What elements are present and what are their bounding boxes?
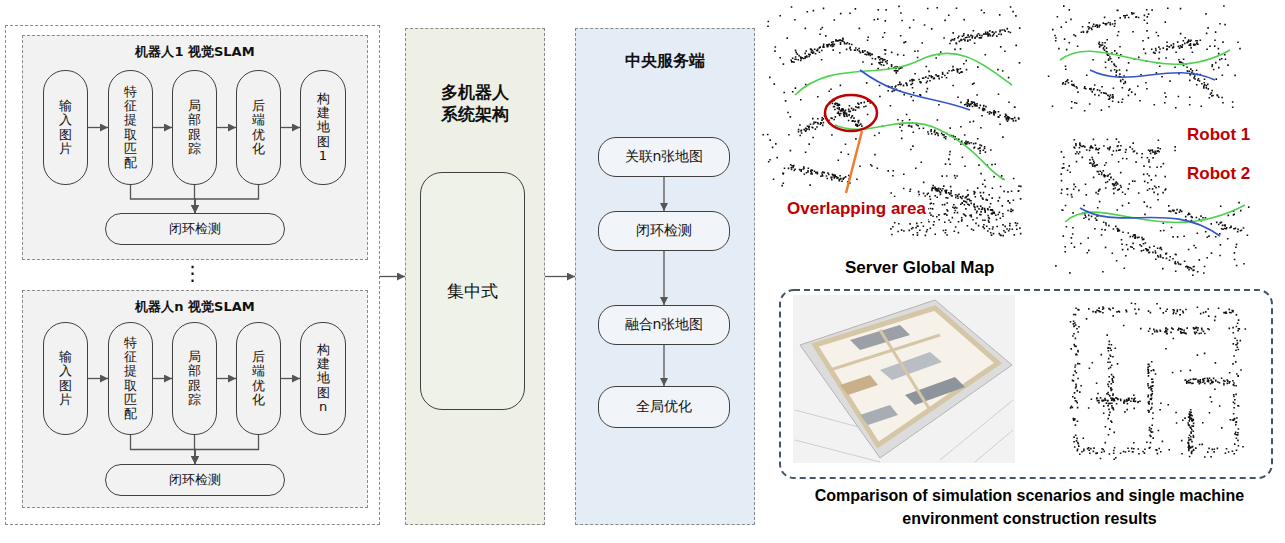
flow-arrow bbox=[195, 185, 259, 213]
panel-title: 机器人n 视觉SLAM bbox=[45, 299, 345, 316]
scene-desk bbox=[840, 375, 878, 395]
box-label: 全局优化 bbox=[636, 398, 692, 416]
flow-arrow bbox=[663, 251, 664, 305]
scene-shelf bbox=[905, 377, 965, 405]
group-frame: ⋮机器人1 视觉SLAM输入图片特征提取匹配局部跟踪后端优化构建地图1闭环检测机… bbox=[5, 25, 380, 525]
dashed-frame bbox=[780, 290, 1272, 478]
process-box: 集中式 bbox=[420, 172, 525, 410]
box-label: 构建地图n bbox=[317, 343, 330, 414]
trajectory bbox=[835, 123, 1005, 180]
highlight-ellipse bbox=[825, 95, 877, 131]
flow-arrow bbox=[88, 378, 108, 379]
map-label: Overlapping area bbox=[785, 197, 928, 222]
flow-arrow bbox=[194, 185, 196, 213]
grid-line bbox=[795, 440, 880, 462]
box-label: 后端优化 bbox=[252, 350, 265, 407]
flow-arrow bbox=[663, 345, 664, 386]
box-label: 构建地图1 bbox=[317, 92, 330, 163]
box-label: 输入图片 bbox=[59, 99, 72, 156]
box-label: 后端优化 bbox=[252, 99, 265, 156]
point-cloud bbox=[1055, 138, 1249, 276]
flow-arrow bbox=[281, 378, 300, 379]
process-box: 关联n张地图 bbox=[598, 137, 730, 177]
scene-floor bbox=[800, 300, 1012, 458]
panel-title: 中央服务端 bbox=[585, 51, 745, 72]
scene-walls bbox=[815, 308, 998, 445]
map-label: Server Global Map bbox=[843, 256, 996, 281]
box-label: 集中式 bbox=[447, 280, 498, 303]
flow-arrow bbox=[195, 435, 259, 464]
scene-wall bbox=[830, 335, 940, 370]
box-label: 闭环检测 bbox=[636, 222, 692, 240]
process-box: 闭环检测 bbox=[105, 213, 285, 245]
process-box: 特征提取匹配 bbox=[108, 70, 153, 185]
box-label: 闭环检测 bbox=[169, 220, 221, 238]
flow-arrow bbox=[153, 127, 172, 128]
architecture-panel: 多机器人 系统架构集中式 bbox=[405, 28, 545, 525]
box-label: 局部跟踪 bbox=[188, 99, 201, 156]
process-box: 输入图片 bbox=[43, 322, 88, 435]
flow-arrow bbox=[131, 435, 196, 464]
trajectory bbox=[795, 53, 1012, 95]
process-box: 构建地图n bbox=[300, 322, 346, 435]
map-label: Robot 1 bbox=[1185, 123, 1252, 148]
trajectory bbox=[1060, 50, 1230, 64]
process-box: 后端优化 bbox=[236, 322, 281, 435]
flow-arrow bbox=[131, 185, 196, 213]
point-cloud bbox=[762, 6, 1021, 237]
flow-arrow bbox=[194, 435, 196, 464]
flow-arrow bbox=[217, 378, 236, 379]
box-label: 特征提取匹配 bbox=[124, 336, 137, 422]
trajectory bbox=[860, 70, 970, 110]
scene-shelf bbox=[880, 352, 942, 380]
grid-line bbox=[975, 430, 1013, 462]
process-box: 输入图片 bbox=[43, 70, 88, 185]
box-label: 融合n张地图 bbox=[625, 316, 704, 334]
flow-arrow bbox=[281, 127, 300, 128]
box-label: 关联n张地图 bbox=[625, 148, 704, 166]
leader-line bbox=[846, 131, 862, 193]
map-label: Robot 2 bbox=[1185, 162, 1252, 187]
process-box: 全局优化 bbox=[598, 386, 730, 428]
scene-desk bbox=[860, 405, 898, 425]
process-box: 局部跟踪 bbox=[172, 322, 217, 435]
panel-title: ⋮ bbox=[173, 260, 213, 286]
process-box: 闭环检测 bbox=[598, 211, 730, 251]
trajectory bbox=[1080, 208, 1220, 236]
process-box: 后端优化 bbox=[236, 70, 281, 185]
grid-line bbox=[940, 400, 1013, 460]
box-label: 局部跟踪 bbox=[188, 350, 201, 407]
flow-arrow bbox=[545, 276, 575, 277]
box-label: 闭环检测 bbox=[169, 471, 221, 489]
point-cloud bbox=[1070, 303, 1246, 461]
process-box: 闭环检测 bbox=[105, 464, 285, 496]
process-box: 特征提取匹配 bbox=[108, 322, 153, 435]
scene-background bbox=[793, 295, 1015, 463]
point-cloud bbox=[1048, 5, 1241, 111]
flow-arrow bbox=[153, 378, 172, 379]
flow-arrow bbox=[663, 177, 664, 211]
box-label: 输入图片 bbox=[59, 350, 72, 407]
process-box: 构建地图1 bbox=[300, 70, 346, 185]
box-label: 特征提取匹配 bbox=[124, 85, 137, 171]
flow-arrow bbox=[88, 127, 108, 128]
process-box: 融合n张地图 bbox=[598, 305, 730, 345]
flow-arrow bbox=[380, 276, 405, 277]
trajectory bbox=[1090, 70, 1215, 80]
server-panel: 中央服务端关联n张地图闭环检测融合n张地图全局优化 bbox=[575, 28, 755, 525]
panel-title: 多机器人 系统架构 bbox=[430, 81, 520, 125]
robot-panel: 机器人n 视觉SLAM 输入图片 特征提取匹配 局部跟踪 后端优化 构建地图n 闭环检测 bbox=[22, 290, 368, 508]
figure-caption: Comparison of simulation scenarios and s… bbox=[775, 484, 1284, 530]
process-box: 局部跟踪 bbox=[172, 70, 217, 185]
robot-panel: 机器人1 视觉SLAM 输入图片 特征提取匹配 局部跟踪 后端优化 构建地图1 闭环检测 bbox=[22, 35, 368, 260]
flow-arrow bbox=[217, 127, 236, 128]
panel-title: 机器人1 视觉SLAM bbox=[45, 44, 345, 61]
